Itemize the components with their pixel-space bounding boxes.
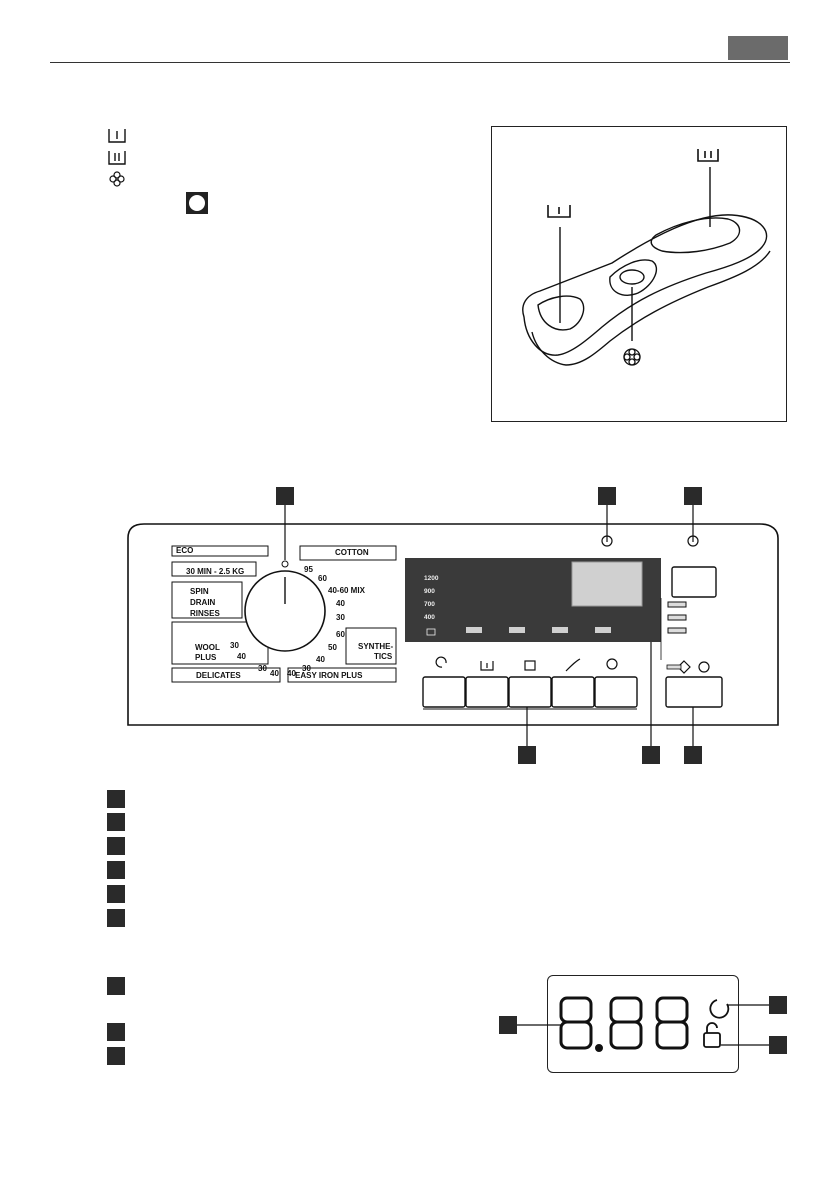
header-rule <box>50 62 790 63</box>
spin-speed: 900 <box>424 588 435 595</box>
softener-compartment-icon <box>109 171 125 187</box>
callout-marker <box>598 487 616 505</box>
legend-marker <box>107 813 125 831</box>
spin-speed: 700 <box>424 601 435 608</box>
delay-start-button[interactable] <box>671 566 717 598</box>
easy-iron-icon <box>565 658 581 672</box>
legend-marker <box>107 1023 125 1041</box>
status-led-main-wash <box>667 601 687 608</box>
option-led <box>509 627 525 633</box>
dial-temp: 40 <box>237 652 246 661</box>
dial-temp: 50 <box>328 643 337 652</box>
callout-marker <box>499 1016 517 1034</box>
display-digits <box>571 561 643 607</box>
dispenser-drawer-illustration <box>522 149 771 366</box>
chapter-tab <box>728 36 788 60</box>
display-detail-illustration <box>499 996 787 1054</box>
max-level-ring-icon <box>186 192 208 214</box>
callout-marker <box>276 487 294 505</box>
time-save-icon <box>606 658 618 670</box>
control-panel <box>127 487 779 764</box>
dispenser-figure <box>491 126 787 422</box>
prewash-compartment-icon <box>108 129 126 143</box>
prewash-button[interactable] <box>465 676 509 708</box>
main-wash-compartment-icon <box>108 151 126 165</box>
program-label-cotton: COTTON <box>335 548 369 557</box>
time-clock-icon <box>687 535 699 547</box>
start-pause-button[interactable] <box>665 676 723 708</box>
legend-marker <box>107 837 125 855</box>
time-save-button[interactable] <box>594 676 638 708</box>
program-label-eco: ECO <box>176 546 194 555</box>
program-label-mix: 40-60 MIX <box>328 586 365 595</box>
figure-label-softener-icon <box>623 348 641 366</box>
legend-marker <box>107 909 125 927</box>
figure-label-main-wash-icon <box>697 149 719 162</box>
prewash-icon <box>480 661 494 671</box>
dial-temp: 60 <box>336 630 345 639</box>
status-led-rinse <box>667 614 687 621</box>
stain-icon <box>524 660 536 671</box>
spin-button[interactable] <box>422 676 466 708</box>
display-detail <box>547 975 739 1073</box>
dial-temp: 40 <box>316 655 325 664</box>
dial-temp: 30 <box>336 613 345 622</box>
dial-temp: 30 <box>258 664 267 673</box>
callout-marker <box>769 1036 787 1054</box>
program-label-wool: WOOL <box>195 643 220 652</box>
dial-temp: 60 <box>318 574 327 583</box>
dial-temp: 40 <box>270 669 279 678</box>
legend-marker <box>107 861 125 879</box>
program-label-synthetics: SYNTHE- <box>358 642 394 651</box>
program-label-tics: TICS <box>374 652 393 661</box>
dial-temp: 30 <box>302 664 311 673</box>
time-save-display-icon <box>709 999 730 1019</box>
door-lock-icon <box>703 1032 721 1048</box>
callout-marker <box>769 996 787 1014</box>
callout-marker <box>684 746 702 764</box>
delay-start-clock-icon <box>601 535 613 547</box>
spin-speed: 400 <box>424 614 435 621</box>
callout-marker <box>642 746 660 764</box>
program-dial[interactable] <box>244 570 326 652</box>
callout-marker <box>684 487 702 505</box>
dial-temp: 30 <box>230 641 239 650</box>
program-label-spin: SPIN <box>190 587 209 596</box>
option-led <box>466 627 482 633</box>
spin-icon <box>435 656 447 668</box>
program-label-plus: PLUS <box>195 653 217 662</box>
callout-marker <box>518 746 536 764</box>
legend-marker <box>107 1047 125 1065</box>
program-label-30min: 30 MIN - 2.5 KG <box>186 567 245 576</box>
program-label-delicates: DELICATES <box>196 671 241 680</box>
program-label-rinses: RINSES <box>190 609 220 618</box>
dial-temp: 95 <box>304 565 313 574</box>
dial-temp: 40 <box>287 669 296 678</box>
easy-iron-button[interactable] <box>551 676 595 708</box>
legend-marker <box>107 977 125 995</box>
legend-marker <box>107 885 125 903</box>
program-label-drain: DRAIN <box>190 598 216 607</box>
status-led-spin <box>667 627 687 634</box>
spin-speed: 1200 <box>424 575 439 582</box>
dial-temp: 40 <box>336 599 345 608</box>
legend-marker <box>107 790 125 808</box>
option-led <box>595 627 611 633</box>
figure-label-prewash-icon <box>547 205 571 218</box>
option-led <box>552 627 568 633</box>
program-label-easy-iron: EASY IRON PLUS <box>295 671 363 680</box>
stain-button[interactable] <box>508 676 552 708</box>
